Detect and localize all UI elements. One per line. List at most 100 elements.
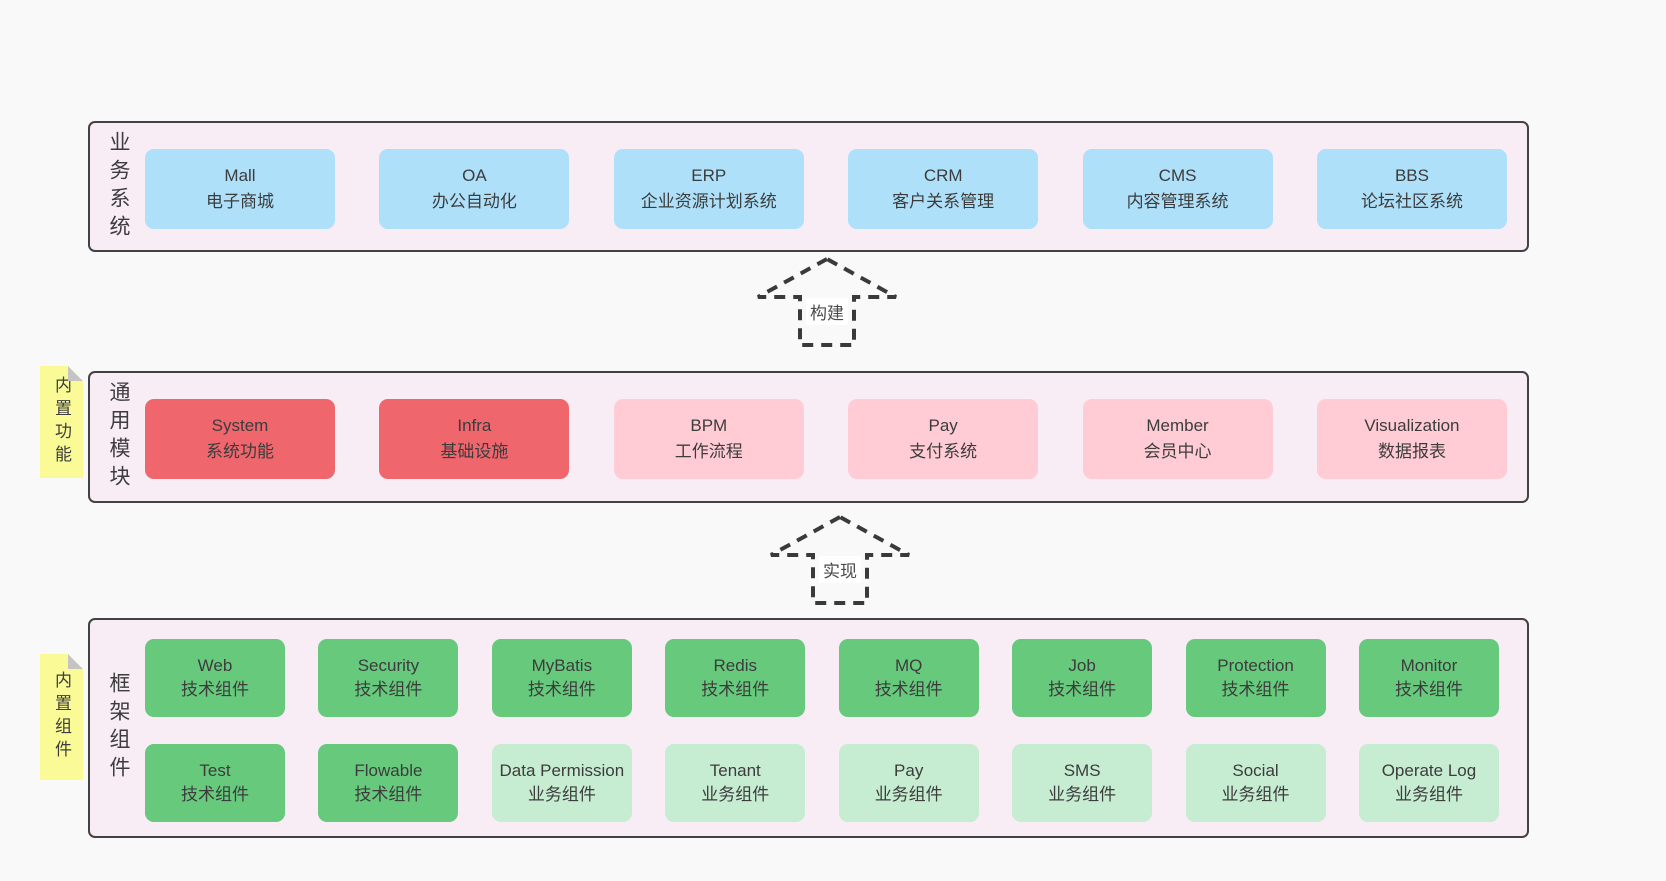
box-desc: 系统功能	[206, 442, 274, 461]
sticky-text: 内置组件	[52, 671, 71, 763]
panel-framework-components: 框架组件 Web 技术组件 Security 技术组件 MyBatis 技术组件…	[88, 618, 1529, 838]
arrow-up-implement: 实现	[765, 514, 915, 606]
box-desc: 业务组件	[874, 785, 943, 804]
box-name: OA	[462, 166, 487, 185]
box-test: Test 技术组件	[145, 744, 285, 822]
box-name: BBS	[1394, 166, 1429, 185]
box-name: SMS	[1063, 761, 1101, 780]
box-operate-log: Operate Log 业务组件	[1358, 744, 1499, 822]
framework-boxes-row-2: Test 技术组件 Flowable 技术组件 Data Permission …	[145, 744, 1499, 822]
panel-common-modules: 通用模块 System 系统功能 Infra 基础设施 BPM 工作流程 Pay…	[88, 371, 1529, 503]
box-name: Social	[1232, 761, 1279, 780]
box-mq: MQ 技术组件	[838, 639, 979, 717]
box-security: Security 技术组件	[318, 639, 459, 717]
arrow-up-build: 构建	[752, 256, 902, 348]
box-sms: SMS 业务组件	[1012, 744, 1153, 822]
box-protection: Protection 技术组件	[1185, 639, 1326, 717]
box-desc: 业务组件	[701, 785, 770, 804]
box-desc: 技术组件	[701, 680, 770, 699]
box-social: Social 业务组件	[1185, 744, 1326, 822]
box-desc: 业务组件	[1221, 785, 1290, 804]
box-pay-module: Pay 支付系统	[848, 399, 1039, 479]
box-desc: 内容管理系统	[1126, 192, 1229, 211]
box-name: Monitor	[1400, 656, 1458, 675]
box-desc: 业务组件	[1048, 785, 1117, 804]
section-label-business-systems: 业务系统	[107, 130, 130, 243]
box-desc: 技术组件	[354, 680, 423, 699]
box-monitor: Monitor 技术组件	[1358, 639, 1499, 717]
box-name: Redis	[713, 656, 757, 675]
section-label-common-modules: 通用模块	[107, 381, 130, 493]
dashed-up-arrow-icon	[757, 256, 897, 347]
box-name: Pay	[894, 761, 924, 780]
sticky-note-built-in-features: 内置功能	[40, 366, 83, 478]
box-desc: 业务组件	[527, 785, 596, 804]
box-name: ERP	[691, 166, 727, 185]
box-desc: 论坛社区系统	[1360, 192, 1463, 211]
box-erp: ERP 企业资源计划系统	[613, 149, 804, 229]
box-crm: CRM 客户关系管理	[848, 149, 1039, 229]
box-desc: 技术组件	[181, 680, 249, 699]
box-desc: 数据报表	[1377, 442, 1446, 461]
box-pay-component: Pay 业务组件	[838, 744, 979, 822]
box-bbs: BBS 论坛社区系统	[1316, 149, 1507, 229]
box-desc: 技术组件	[181, 785, 249, 804]
box-desc: 技术组件	[1394, 680, 1463, 699]
box-name: Tenant	[709, 761, 761, 780]
folded-corner-icon	[68, 654, 83, 669]
box-redis: Redis 技术组件	[665, 639, 806, 717]
box-desc: 企业资源计划系统	[640, 192, 777, 211]
box-bpm: BPM 工作流程	[613, 399, 804, 479]
box-desc: 技术组件	[354, 785, 423, 804]
box-name: Pay	[928, 416, 958, 435]
box-desc: 技术组件	[527, 680, 596, 699]
box-name: Visualization	[1364, 416, 1460, 435]
box-mall: Mall 电子商城	[145, 149, 335, 229]
box-name: MyBatis	[531, 656, 593, 675]
box-name: Protection	[1217, 656, 1294, 675]
section-label-framework-components: 框架组件	[107, 672, 130, 784]
box-data-permission: Data Permission 业务组件	[491, 744, 632, 822]
box-web: Web 技术组件	[145, 639, 285, 717]
box-job: Job 技术组件	[1012, 639, 1153, 717]
box-desc: 会员中心	[1143, 442, 1212, 461]
box-visualization: Visualization 数据报表	[1316, 399, 1507, 479]
box-desc: 业务组件	[1394, 785, 1463, 804]
box-name: Data Permission	[499, 761, 625, 780]
box-infra: Infra 基础设施	[379, 399, 570, 479]
box-name: Security	[357, 656, 420, 675]
box-desc: 技术组件	[874, 680, 943, 699]
box-name: CMS	[1158, 166, 1197, 185]
box-name: Test	[199, 761, 231, 780]
module-boxes-row: System 系统功能 Infra 基础设施 BPM 工作流程 Pay 支付系统…	[145, 399, 1507, 479]
box-name: BPM	[690, 416, 728, 435]
box-system: System 系统功能	[145, 399, 335, 479]
box-oa: OA 办公自动化	[379, 149, 570, 229]
box-name: Member	[1146, 416, 1209, 435]
sticky-note-built-in-components: 内置组件	[40, 654, 83, 780]
box-name: Flowable	[354, 761, 423, 780]
folded-corner-icon	[68, 366, 83, 381]
arrow-implement-label: 实现	[819, 556, 861, 583]
box-desc: 技术组件	[1221, 680, 1290, 699]
box-desc: 电子商城	[206, 192, 274, 211]
box-name: System	[211, 416, 269, 435]
box-desc: 办公自动化	[431, 192, 517, 211]
box-name: Operate Log	[1381, 761, 1477, 780]
box-desc: 技术组件	[1048, 680, 1117, 699]
panel-business-systems: 业务系统 Mall 电子商城 OA 办公自动化 ERP 企业资源计划系统 CRM…	[88, 121, 1529, 252]
box-name: CRM	[923, 166, 963, 185]
box-tenant: Tenant 业务组件	[665, 744, 806, 822]
box-member: Member 会员中心	[1082, 399, 1273, 479]
box-desc: 支付系统	[909, 442, 978, 461]
business-boxes-row: Mall 电子商城 OA 办公自动化 ERP 企业资源计划系统 CRM 客户关系…	[145, 149, 1507, 229]
box-name: Mall	[224, 166, 256, 185]
box-name: Job	[1068, 656, 1096, 675]
framework-boxes-row-1: Web 技术组件 Security 技术组件 MyBatis 技术组件 Redi…	[145, 639, 1499, 717]
box-desc: 基础设施	[440, 442, 509, 461]
box-name: Infra	[457, 416, 492, 435]
sticky-text: 内置功能	[52, 376, 71, 468]
dashed-up-arrow-icon	[770, 514, 910, 605]
box-name: Web	[197, 656, 233, 675]
